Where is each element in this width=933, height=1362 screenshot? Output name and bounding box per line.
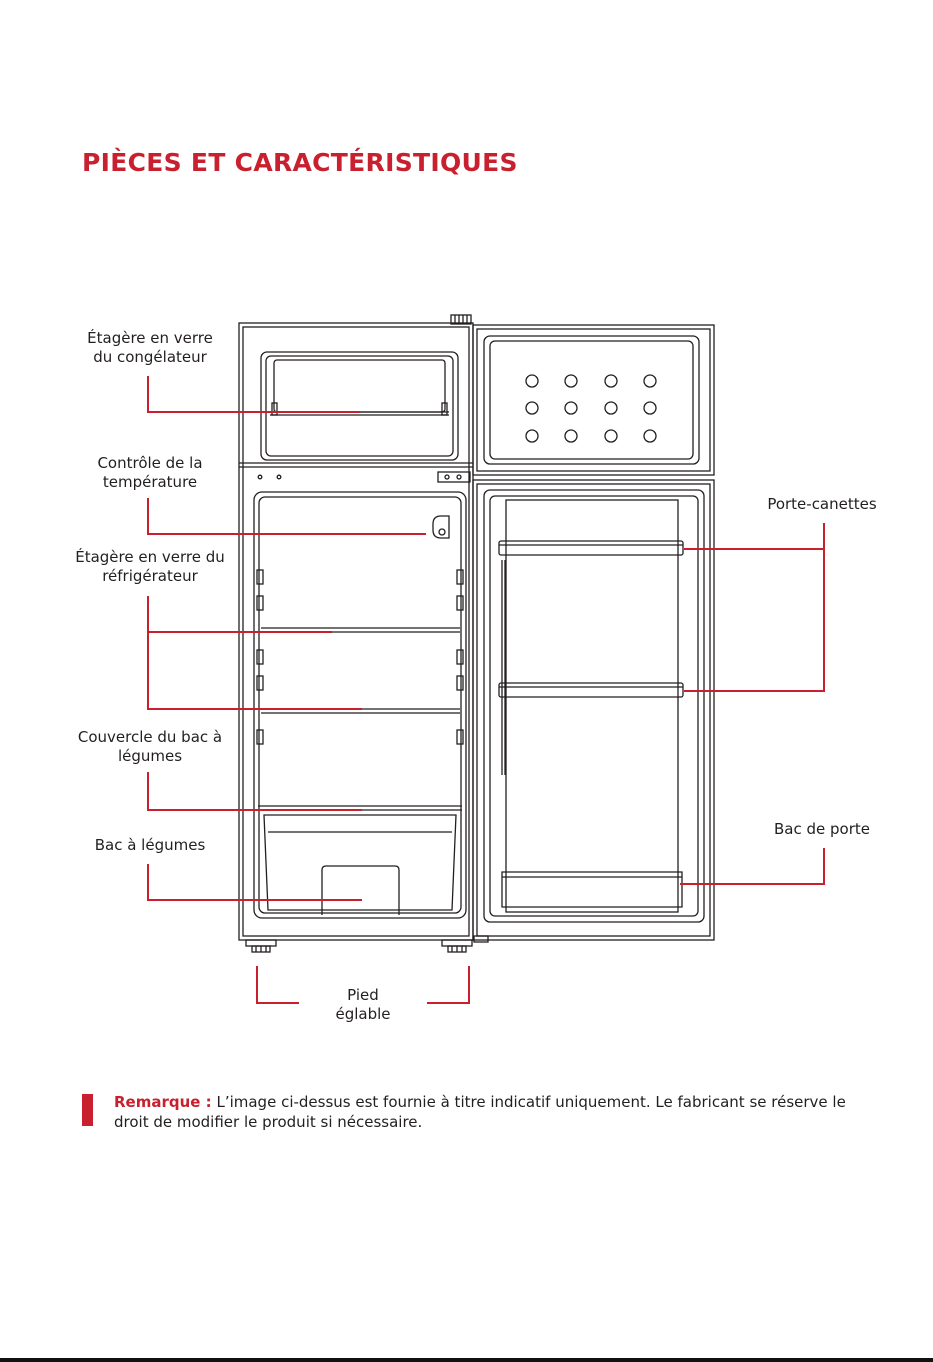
fridge-compartment xyxy=(253,491,467,919)
freezer-door xyxy=(472,324,715,476)
note-lead: Remarque : xyxy=(114,1093,212,1111)
leader-crisper-cover xyxy=(147,772,362,811)
page-title: PIÈCES ET CARACTÉRISTIQUES xyxy=(82,148,518,177)
label-door-bin: Bac de porte xyxy=(774,820,870,838)
freezer-compartment xyxy=(260,351,459,461)
bottom-rule xyxy=(0,1358,933,1362)
label-can-holder: Porte-canettes xyxy=(767,495,877,513)
note-text: L’image ci-dessus est fournie à titre in… xyxy=(114,1093,846,1131)
leader-can-holder-lower xyxy=(684,523,825,692)
fridge-door xyxy=(472,479,715,943)
leader-foot-left xyxy=(256,966,299,1004)
leader-lines xyxy=(147,376,825,1004)
leader-foot-right xyxy=(427,966,470,1004)
leader-freezer-shelf xyxy=(147,376,360,413)
feet xyxy=(245,939,473,953)
control-strip xyxy=(257,471,471,483)
leader-door-bin xyxy=(680,848,825,885)
note-accent-bar xyxy=(82,1094,93,1126)
leader-crisper xyxy=(147,864,362,901)
leader-temp-control xyxy=(147,498,426,535)
leader-fridge-shelf-lower xyxy=(147,596,362,710)
label-crisper: Bac à légumes xyxy=(94,836,206,854)
note: Remarque : L’image ci-dessus est fournie… xyxy=(114,1092,874,1132)
